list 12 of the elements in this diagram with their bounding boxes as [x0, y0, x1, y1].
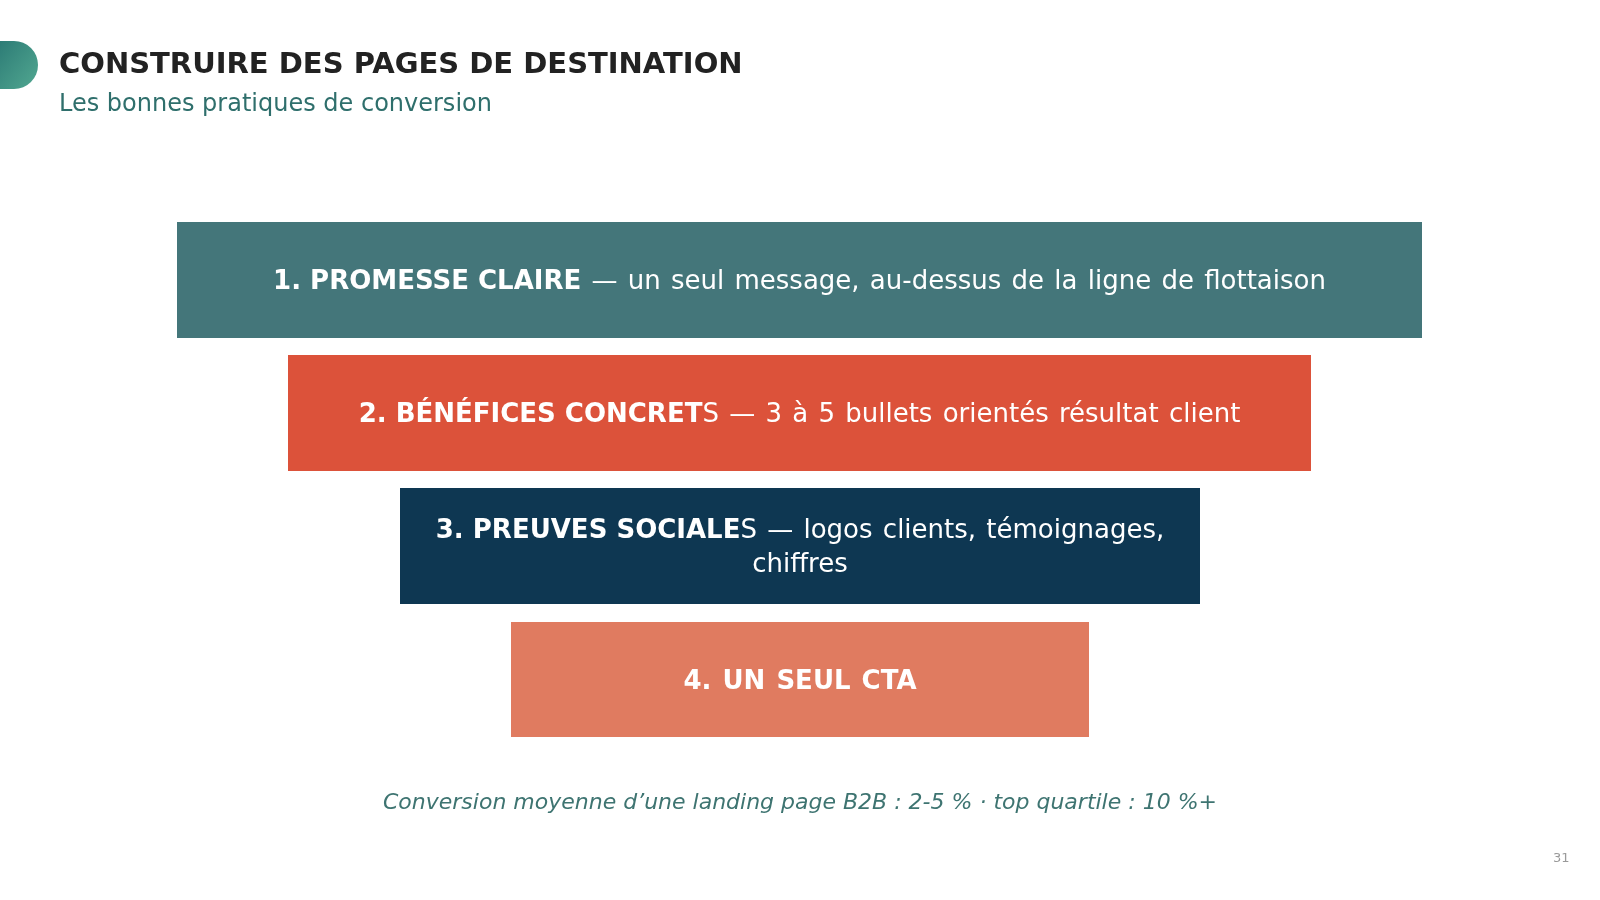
page-number: 31 [1553, 850, 1570, 865]
footnote: Conversion moyenne d’une landing page B2B : 2-5 % · top quartile : 10 %+ [383, 789, 1217, 814]
step-bar [288, 355, 1311, 471]
slide-title: CONSTRUIRE DES PAGES DE DESTINATION [59, 46, 743, 80]
step-bar [177, 222, 1422, 338]
step-bar [511, 622, 1089, 737]
step-text: 4. UN SEUL CTA [683, 663, 917, 697]
slide-subtitle: Les bonnes pratiques de conversion [59, 89, 492, 117]
step-text: 1. PROMESSE CLAIRE — un seul message, au-dessus de la ligne de flottaison [273, 264, 1326, 297]
step-text: 3. PREUVES SOCIALES — logos clients, témoignages, chiffres [434, 513, 1166, 580]
step-bar [400, 488, 1200, 604]
step-text: 2. BÉNÉFICES CONCRETS — 3 à 5 bullets orientés résultat client [358, 396, 1241, 430]
